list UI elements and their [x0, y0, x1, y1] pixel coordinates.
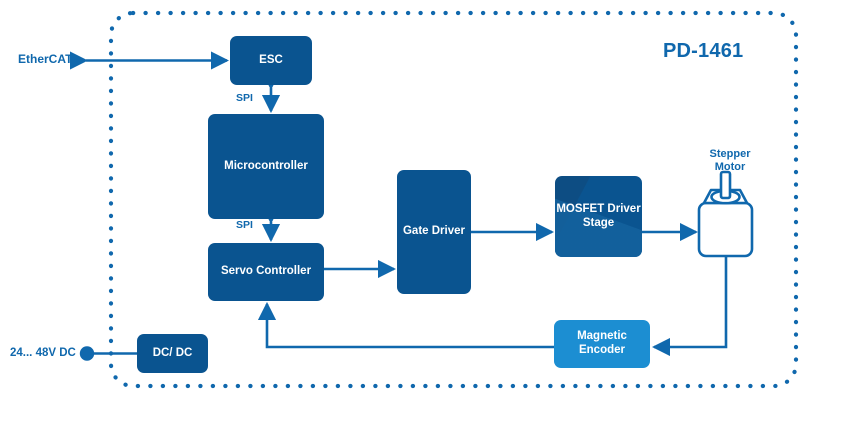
wire-motor-encoder [651, 256, 728, 357]
power-input-label: 24... 48V DC [10, 347, 76, 359]
block-esc[interactable]: ESC [230, 36, 312, 85]
block-dc-dc-converter[interactable]: DC/ DC [137, 334, 208, 373]
block-microcontroller[interactable]: Microcontroller [208, 114, 324, 219]
block-mosfet-driver-stage-label: MOSFET Driver Stage [556, 202, 641, 229]
wire-encoder-servo [257, 301, 554, 349]
block-gate-driver[interactable]: Gate Driver [397, 170, 471, 294]
block-esc-label: ESC [259, 53, 283, 66]
block-servo-controller[interactable]: Servo Controller [208, 243, 324, 301]
enclosure-title: PD-1461 [663, 40, 744, 62]
wire-power-dcdc [79, 346, 137, 361]
block-microcontroller-label: Microcontroller [224, 159, 308, 172]
stepper-motor-icon [697, 170, 754, 258]
block-dc-dc-converter-label: DC/ DC [152, 346, 193, 359]
spi-label-mcu-servo: SPI [236, 219, 253, 231]
block-servo-controller-label: Servo Controller [220, 265, 312, 278]
power-terminal-dot [79, 346, 95, 361]
block-gate-driver-label: Gate Driver [402, 225, 465, 238]
block-magnetic-encoder-label: Magnetic Encoder [577, 330, 627, 356]
block-magnetic-encoder[interactable]: Magnetic Encoder [554, 320, 650, 368]
block-mosfet-driver-stage[interactable]: MOSFET Driver Stage [555, 176, 642, 257]
spi-label-esc-mcu: SPI [236, 92, 253, 104]
stepper-motor-label: Stepper Motor [709, 148, 751, 173]
ethercat-port-label: EtherCAT [18, 52, 73, 66]
